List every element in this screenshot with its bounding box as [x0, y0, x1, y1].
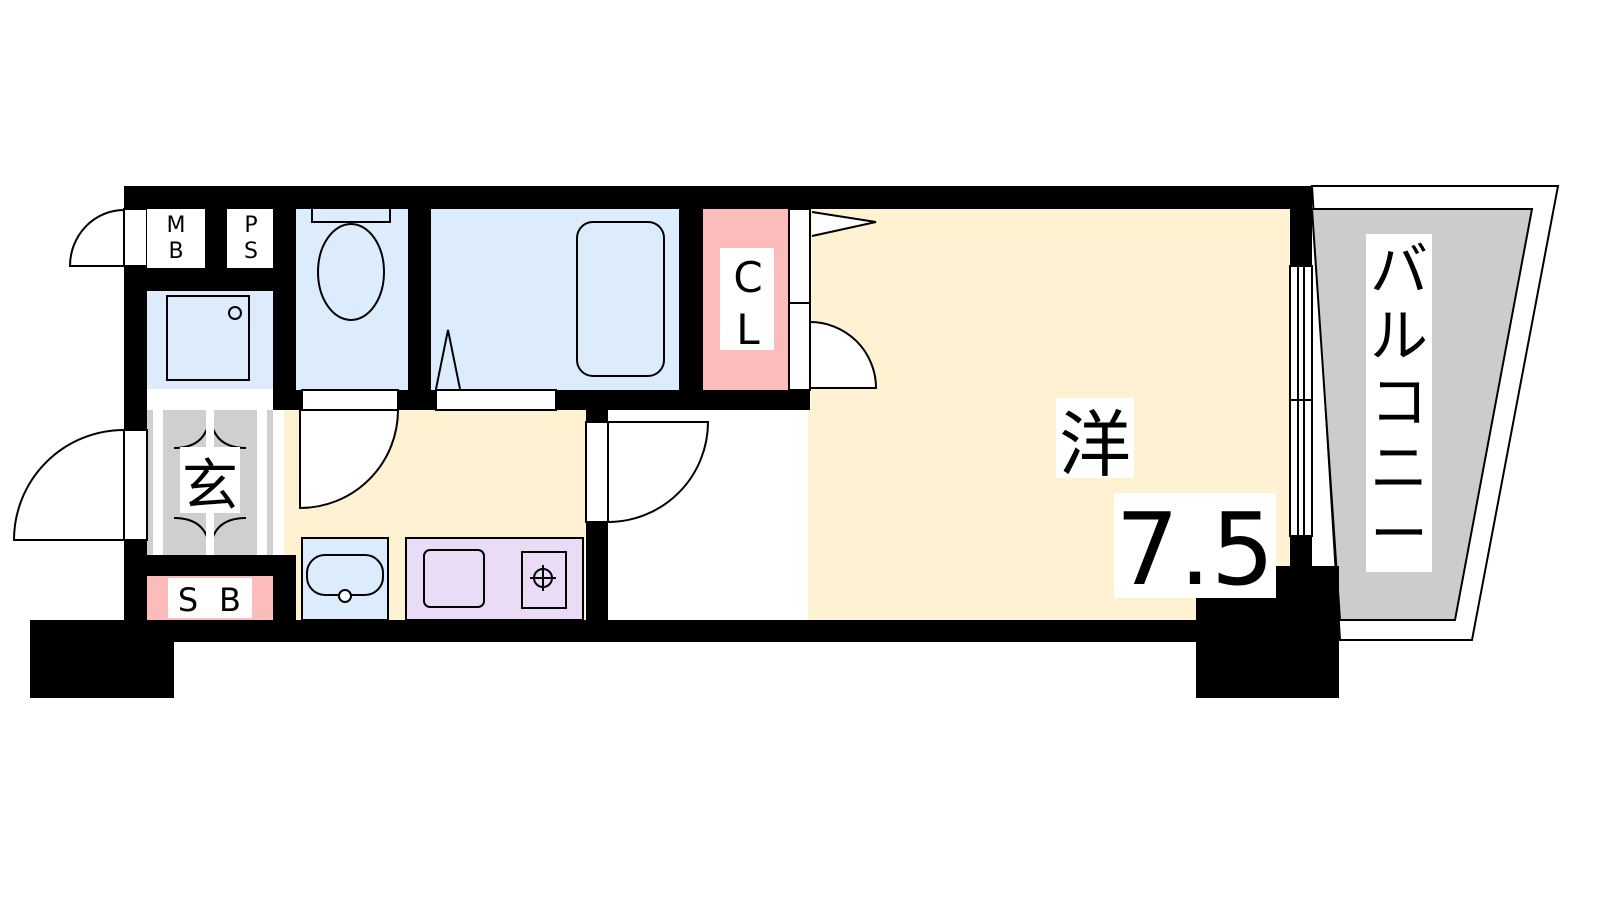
western-room-size: 7.5: [1115, 491, 1274, 608]
meter-box-label-b: B: [168, 239, 183, 264]
washer-drain: [228, 306, 242, 320]
entrance-door-swing: [12, 428, 125, 541]
bath-floor: [563, 209, 679, 390]
toilet-tank: [311, 209, 391, 223]
stove: [521, 551, 567, 609]
balcony-label-3: コ: [1370, 368, 1428, 436]
fixtures: [153, 209, 665, 621]
door-swings: [12, 208, 1312, 541]
room-door-swing: [607, 421, 710, 524]
western-room-label: 洋: [1059, 403, 1131, 487]
pipe-space-label-p: P: [244, 213, 257, 238]
closet-label-l: L: [736, 305, 760, 354]
shoe-box-label-s: S: [178, 581, 198, 619]
pipe-space-label-s: S: [244, 239, 258, 264]
closet-door-swing: [809, 320, 878, 389]
toilet-floor: [296, 209, 408, 391]
closet-label-c: C: [733, 253, 762, 302]
kitchen-sink: [423, 549, 485, 608]
shower-door: [435, 329, 461, 390]
washer-pan: [166, 295, 250, 381]
closet-fold-door: [811, 211, 877, 237]
toilet-door-swing: [299, 409, 400, 510]
label-backgrounds: [147, 209, 1432, 618]
vanity: [301, 537, 389, 621]
balcony-label-2: ル: [1370, 302, 1428, 370]
washing-machine-space: [147, 291, 273, 389]
mb-door-swing: [68, 208, 125, 267]
entrance-label: 玄: [182, 454, 238, 519]
bathtub: [576, 221, 665, 377]
shoe-box-label-b: B: [219, 581, 241, 619]
toilet-bowl: [317, 223, 385, 321]
basin-drain: [338, 589, 352, 603]
washroom-floor: [431, 209, 563, 390]
balcony-label-4: ニ: [1370, 434, 1428, 502]
meter-box-label-m: M: [167, 213, 186, 238]
balcony-label-5: ー: [1370, 500, 1428, 568]
balcony-label-1: バ: [1370, 236, 1428, 304]
entrance-shoe-arcs: [173, 409, 247, 556]
